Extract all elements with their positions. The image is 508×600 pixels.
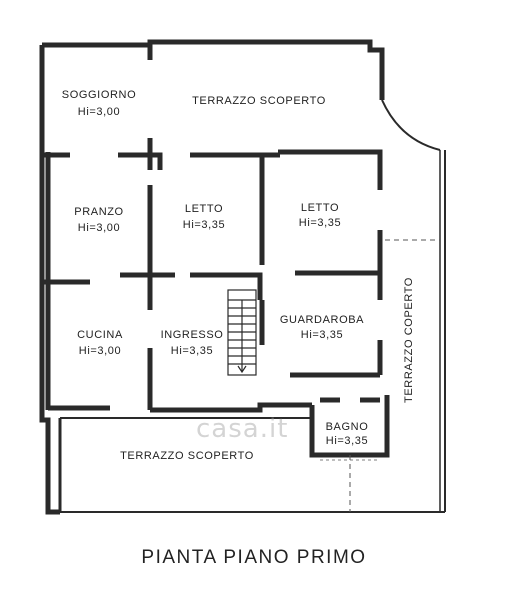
height-letto-1: Hi=3,35 (183, 219, 225, 231)
label-cucina: CUCINA (77, 329, 123, 341)
height-soggiorno: Hi=3,00 (78, 106, 120, 118)
label-ingresso: INGRESSO (161, 329, 224, 341)
label-pranzo: PRANZO (74, 206, 123, 218)
height-ingresso: Hi=3,35 (171, 345, 213, 357)
label-terrazzo-coperto: TERRAZZO COPERTO (403, 277, 415, 403)
label-terrazzo-scoperto-top: TERRAZZO SCOPERTO (192, 95, 326, 107)
label-bagno: BAGNO (326, 421, 369, 433)
watermark-logo: casa.it (196, 414, 289, 444)
height-guardaroba: Hi=3,35 (301, 329, 343, 341)
interior-walls (42, 45, 390, 512)
height-cucina: Hi=3,00 (79, 345, 121, 357)
curved-terrace-wall (381, 99, 441, 151)
height-letto-2: Hi=3,35 (299, 217, 341, 229)
height-pranzo: Hi=3,00 (78, 222, 120, 234)
label-soggiorno: SOGGIORNO (62, 89, 136, 101)
height-bagno: Hi=3,35 (326, 435, 368, 447)
staircase (227, 289, 257, 376)
page-title: PIANTA PIANO PRIMO (141, 547, 367, 568)
label-terrazzo-scoperto-bottom: TERRAZZO SCOPERTO (120, 450, 254, 462)
label-guardaroba: GUARDAROBA (280, 314, 364, 326)
label-letto-1: LETTO (185, 203, 223, 215)
label-letto-2: LETTO (301, 202, 339, 214)
